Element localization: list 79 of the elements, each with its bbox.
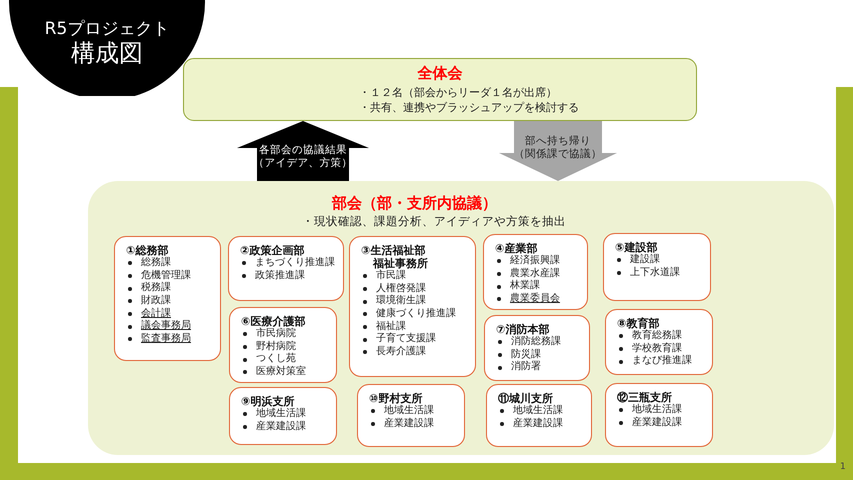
edge-label: 各部会の協議結果（アイデア、方策）	[253, 144, 353, 170]
list-item: 林業課	[510, 280, 540, 292]
list-item: まなび推進課	[632, 355, 692, 368]
list-item: 税務課	[141, 282, 171, 294]
block-arrow	[499, 121, 617, 181]
department-box	[483, 234, 588, 310]
heading-text: 構成図	[71, 39, 143, 67]
list-item: 総務課	[141, 257, 171, 270]
department-heading: ⑪城川支所	[498, 392, 553, 405]
list-item: 議会事務局	[141, 320, 191, 332]
list-item: 野村病院	[256, 340, 296, 352]
page-number: 1	[840, 462, 846, 473]
list-item: 上下水道課	[630, 266, 680, 280]
department-box	[486, 384, 592, 447]
department-heading: ⑦消防本部	[496, 323, 550, 336]
edge-label: 部へ持ち帰り（関係課で協議）	[513, 135, 603, 161]
list-item: 地域生活課	[256, 408, 306, 420]
department-box	[114, 236, 221, 361]
list-item: 政策推進課	[255, 270, 305, 282]
department-heading: ⑥医療介護部	[241, 315, 306, 328]
department-box	[605, 383, 713, 447]
department-box	[603, 233, 711, 301]
list-item: 建設課	[630, 254, 660, 266]
department-box	[229, 387, 337, 445]
list-item: 防災課	[511, 348, 541, 360]
department-heading: ③生活福祉部	[361, 244, 426, 257]
list-item: 市民課	[376, 270, 406, 282]
list-item: 地域生活課	[384, 405, 434, 418]
department-box	[349, 236, 476, 377]
department-heading: ⑤建設部	[615, 241, 658, 254]
department-box	[228, 236, 344, 301]
department-box	[229, 307, 337, 383]
list-item: 経済振興課	[510, 255, 560, 268]
list-item: 産業建設課	[256, 420, 306, 434]
list-item: 人権啓発課	[376, 282, 426, 294]
list-item: 産業建設課	[513, 418, 563, 430]
bullet-text: ・現状確認、課題分析、アイディアや方策を抽出	[302, 214, 566, 229]
department-box	[484, 315, 590, 381]
department-heading: ⑫三瓶支所	[617, 391, 672, 404]
bullet-text: ・１２名（部会からリーダ１名が出席）	[359, 85, 557, 100]
list-item: 学校教育課	[632, 342, 682, 355]
list-item: 医療対策室	[256, 366, 306, 379]
list-item: 消防署	[511, 361, 541, 374]
box-heading: 全体会	[418, 64, 462, 82]
list-item: 地域生活課	[632, 404, 682, 416]
list-item: 健康づくり推進課	[376, 308, 456, 320]
list-item: 産業建設課	[384, 418, 434, 430]
bullet-text: ・共有、連携やブラッシュアップを検討する	[359, 100, 579, 115]
list-item: 産業建設課	[632, 416, 682, 430]
block-arrow	[237, 121, 369, 181]
department-heading: ⑩野村支所	[369, 392, 422, 405]
list-item: 危機管理課	[141, 270, 191, 282]
list-item: 長寿介護課	[376, 346, 426, 359]
list-item: 教育総務課	[632, 330, 682, 342]
list-item: 消防総務課	[511, 336, 561, 348]
list-item: 福祉課	[376, 320, 406, 332]
list-item: 地域生活課	[513, 405, 563, 418]
department-box	[605, 309, 713, 375]
department-box	[357, 384, 465, 447]
list-item: つくし苑	[256, 353, 296, 366]
heading-text: R5プロジェクト	[44, 19, 170, 39]
list-item: まちづくり推進課	[255, 257, 335, 270]
list-item: 農業水産課	[510, 268, 560, 280]
list-item: 監査事務局	[141, 333, 191, 346]
list-item: 環境衛生課	[376, 295, 426, 308]
department-heading: ④産業部	[495, 242, 538, 255]
office-heading: 福祉事務所	[373, 257, 428, 270]
list-item: 市民病院	[256, 328, 296, 340]
list-item: 農業委員会	[510, 293, 560, 306]
box-heading: 部会（部・支所内協議）	[332, 194, 497, 212]
department-heading: ②政策企画部	[240, 244, 304, 257]
list-item: 財政課	[141, 295, 171, 308]
list-item: 会計課	[141, 308, 171, 320]
list-item: 子育て支援課	[376, 333, 436, 346]
meeting-box	[183, 58, 697, 121]
department-heading: ⑧教育部	[617, 317, 660, 330]
department-heading: ①総務部	[126, 244, 168, 257]
section-panel	[88, 181, 834, 455]
department-heading: ⑨明浜支所	[241, 395, 294, 408]
